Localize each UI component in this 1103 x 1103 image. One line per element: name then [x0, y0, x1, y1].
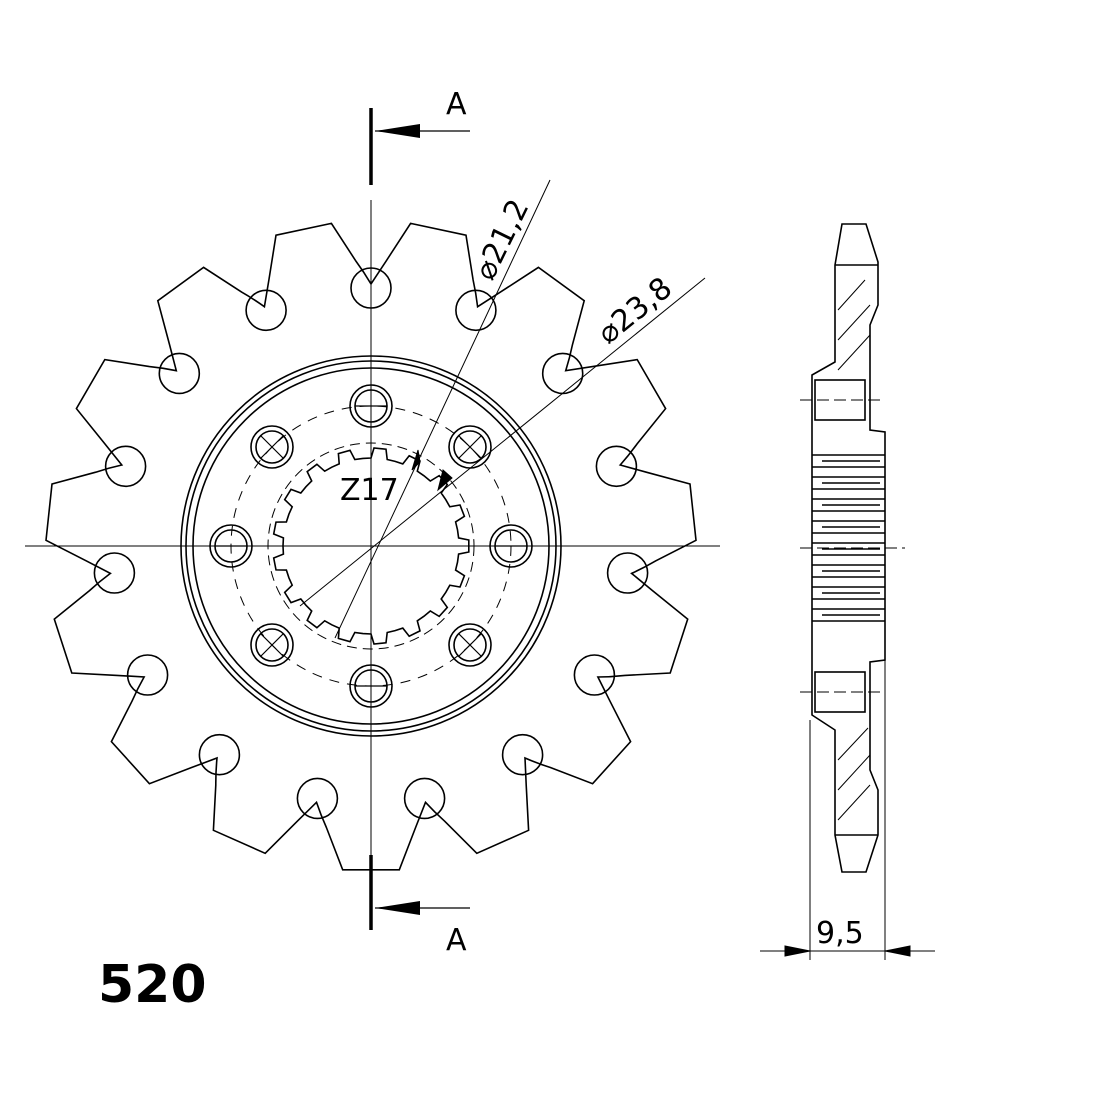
cross-mark-icon: [260, 633, 284, 657]
chain-roller-seat: [93, 552, 136, 594]
side-spline-line: [812, 476, 885, 490]
chain-roller-seat: [573, 654, 616, 696]
sprocket-outline: [45, 222, 697, 871]
chain-roller-seat: [198, 733, 241, 776]
chain-roller-seat: [296, 777, 339, 820]
spline-count-label: Z17: [340, 473, 399, 508]
side-spline-line: [812, 608, 885, 622]
side-spline-line: [812, 564, 885, 578]
chain-roller-seat: [245, 289, 287, 332]
chain-size-label: 520: [98, 955, 207, 1015]
bolt-hole-inner: [453, 628, 487, 662]
side-view: [800, 223, 905, 873]
chain-roller-seat: [501, 733, 544, 776]
section-marker-top: A: [369, 87, 470, 185]
cross-mark-icon: [260, 435, 284, 459]
section-label-bottom: A: [446, 923, 467, 958]
side-spline-line: [812, 454, 885, 468]
section-marker-bottom: A: [369, 855, 470, 958]
bolt-hole-inner: [255, 628, 289, 662]
center-lines: [25, 200, 720, 880]
chain-roller-seat: [606, 552, 649, 594]
dimension-diameter-21-2: ⌀21,2: [468, 194, 537, 286]
chain-roller-seat: [126, 654, 169, 696]
side-spline-line: [812, 498, 885, 512]
thickness-dimension: [760, 660, 935, 960]
side-spline-line: [812, 586, 885, 600]
bolt-hole-inner: [453, 430, 487, 464]
chain-roller-seat: [104, 445, 147, 488]
side-spline-line: [812, 520, 885, 534]
chain-roller-seat: [455, 289, 497, 332]
chain-roller-seat: [595, 445, 638, 488]
diameter-dimensions: [299, 179, 706, 639]
dimension-diameter-23-8: ⌀23,8: [591, 271, 679, 352]
cross-mark-icon: [458, 435, 482, 459]
bolt-hole: [250, 425, 294, 469]
chain-roller-seat: [158, 352, 201, 395]
side-spline-line: [812, 542, 885, 556]
cross-mark-icon: [458, 633, 482, 657]
chain-roller-seat: [403, 777, 446, 820]
spline-bore: [272, 447, 470, 645]
bolt-hole: [250, 623, 294, 667]
thickness-label: 9,5: [816, 916, 864, 951]
bolt-hole-inner: [255, 430, 289, 464]
chain-roller-seat: [541, 352, 584, 395]
section-label-top: A: [446, 87, 467, 122]
bolt-hole: [448, 623, 492, 667]
